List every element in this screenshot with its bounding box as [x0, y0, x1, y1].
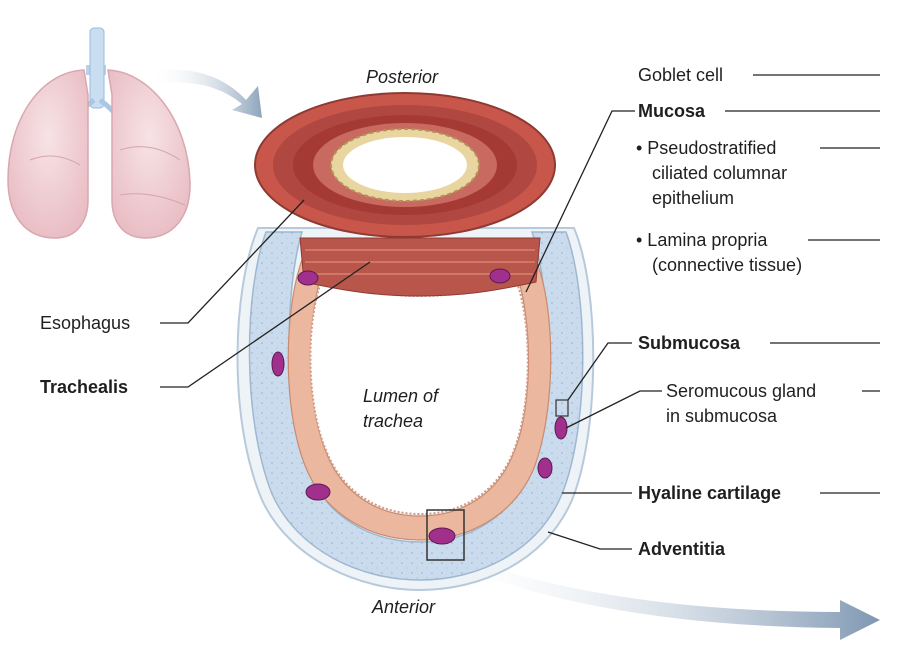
- trachealis-muscle: [299, 237, 541, 297]
- trachealis-label: Trachealis: [40, 377, 129, 397]
- lumen-label-line2: trachea: [363, 411, 424, 431]
- pseudostratified-label-line2: ciliated columnar: [652, 163, 788, 183]
- mucosa-label: Mucosa: [638, 101, 706, 121]
- lamina-propria-label-line2: (connective tissue): [652, 255, 803, 275]
- esophagus-illustration: [254, 92, 556, 238]
- anterior-label: Anterior: [372, 597, 436, 617]
- esophagus-label: Esophagus: [40, 313, 131, 333]
- leader-lines: [160, 74, 880, 550]
- top-pointer-arrow: [150, 69, 262, 118]
- submucosa-label: Submucosa: [638, 333, 741, 353]
- magnified-region-box: [426, 509, 465, 561]
- goblet-cell-label: Goblet cell: [638, 65, 724, 85]
- adventitia-label: Adventitia: [638, 539, 726, 559]
- lungs-illustration: [7, 27, 191, 239]
- seromucous-gland-label-line2: in submucosa: [666, 406, 778, 426]
- lumen-label-line1: Lumen of: [363, 386, 439, 406]
- pseudostratified-label-line3: epithelium: [652, 188, 735, 208]
- bottom-pointer-arrow: [462, 560, 880, 640]
- posterior-label: Posterior: [366, 67, 439, 87]
- pseudostratified-label-line1: • Pseudostratified: [636, 138, 777, 158]
- hyaline-cartilage-label: Hyaline cartilage: [638, 483, 782, 503]
- trachea-section: [236, 227, 595, 592]
- seromucous-glands: [271, 268, 568, 545]
- lamina-propria-label-line1: • Lamina propria: [636, 230, 768, 250]
- seromucous-gland-label-line1: Seromucous gland: [666, 381, 817, 401]
